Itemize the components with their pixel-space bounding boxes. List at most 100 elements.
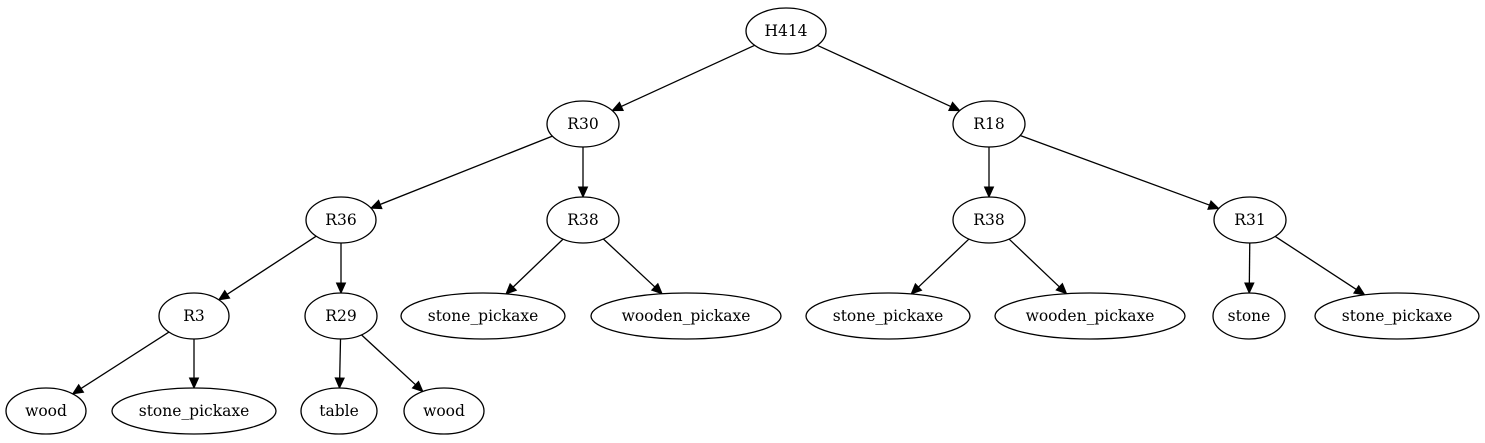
node-ellipse [952, 100, 1026, 148]
edge-line [1008, 238, 1060, 288]
node-label: table [319, 402, 359, 420]
arrowhead-icon [1244, 282, 1255, 295]
edge-n14-n17 [1244, 242, 1255, 295]
arrowhead-icon [1352, 284, 1366, 296]
arrowhead-icon [910, 282, 923, 295]
tree-node-stone-pickaxe: stone_pickaxe [400, 292, 566, 340]
arrowhead-icon [217, 289, 231, 301]
node-label: R36 [325, 211, 356, 229]
node-label: stone_pickaxe [428, 307, 539, 325]
edges-layer [71, 44, 1366, 395]
edge-n2-n13 [983, 147, 995, 199]
node-ellipse [994, 292, 1186, 340]
edge-n5-n7 [71, 331, 170, 395]
arrowhead-icon [983, 186, 995, 199]
node-label: R3 [183, 307, 205, 325]
arrowhead-icon [188, 377, 200, 390]
tree-node-wooden-pickaxe: wooden_pickaxe [590, 292, 782, 340]
edge-line [361, 334, 416, 386]
node-ellipse [1213, 196, 1287, 244]
node-label: wooden_pickaxe [622, 307, 751, 325]
node-label: wooden_pickaxe [1026, 307, 1155, 325]
edge-line [1274, 235, 1357, 290]
edge-n4-n12 [602, 238, 664, 295]
edge-n14-n18 [1274, 235, 1366, 296]
tree-node-h414: H414 [745, 7, 827, 55]
edge-line [918, 238, 970, 288]
tree-node-r36: R36 [305, 196, 377, 244]
edge-n0-n2 [817, 44, 961, 112]
arrowhead-icon [369, 199, 383, 210]
node-ellipse [745, 7, 827, 55]
node-label: R38 [567, 211, 598, 229]
edge-n3-n6 [335, 243, 347, 295]
arrowhead-icon [334, 377, 345, 390]
tree-node-stone-pickaxe: stone_pickaxe [805, 292, 971, 340]
node-label: stone_pickaxe [139, 402, 250, 420]
tree-node-wooden-pickaxe: wooden_pickaxe [994, 292, 1186, 340]
edge-line [621, 44, 755, 108]
node-label: R38 [973, 211, 1004, 229]
tree-node-table: table [300, 387, 378, 435]
edge-line [226, 235, 317, 295]
node-ellipse [400, 292, 566, 340]
arrowhead-icon [948, 101, 961, 112]
node-ellipse [590, 292, 782, 340]
tree-node-r29: R29 [304, 292, 378, 340]
tree-node-r30: R30 [546, 100, 620, 148]
node-label: stone [1228, 307, 1271, 325]
edge-line [380, 135, 553, 206]
edge-line [817, 44, 951, 108]
arrowhead-icon [505, 282, 518, 295]
arrowhead-icon [611, 101, 624, 112]
tree-node-stone: stone [1212, 292, 1286, 340]
edge-line [80, 331, 170, 390]
node-label: H414 [764, 22, 807, 40]
tree-node-r38: R38 [952, 196, 1026, 244]
edge-n2-n14 [1019, 134, 1220, 210]
edge-n6-n10 [361, 334, 424, 393]
tree-node-r3: R3 [158, 292, 230, 340]
edge-line [339, 338, 342, 379]
edge-n6-n9 [334, 338, 345, 390]
edge-n3-n5 [217, 235, 317, 301]
node-ellipse [111, 387, 277, 435]
edge-line [1019, 134, 1210, 206]
arrowhead-icon [71, 383, 85, 395]
node-ellipse [300, 387, 378, 435]
tree-node-wood: wood [5, 387, 87, 435]
arrowhead-icon [577, 186, 589, 199]
node-label: R31 [1234, 211, 1265, 229]
edge-n5-n8 [188, 339, 200, 390]
edge-n1-n4 [577, 147, 589, 199]
node-label: stone_pickaxe [833, 307, 944, 325]
node-ellipse [158, 292, 230, 340]
node-ellipse [403, 387, 485, 435]
arrowhead-icon [335, 282, 347, 295]
node-label: R18 [973, 115, 1004, 133]
tree-node-wood: wood [403, 387, 485, 435]
node-ellipse [805, 292, 971, 340]
node-ellipse [304, 292, 378, 340]
tree-node-r18: R18 [952, 100, 1026, 148]
node-ellipse [5, 387, 87, 435]
edge-n1-n3 [369, 135, 553, 210]
node-label: R30 [567, 115, 598, 133]
edge-n13-n16 [1008, 238, 1068, 295]
node-ellipse [305, 196, 377, 244]
node-ellipse [546, 196, 620, 244]
arrowhead-icon [1207, 199, 1220, 210]
arrowhead-icon [1055, 282, 1068, 295]
node-ellipse [952, 196, 1026, 244]
edge-n13-n15 [910, 238, 970, 295]
node-ellipse [546, 100, 620, 148]
node-label: R29 [325, 307, 356, 325]
node-label: wood [423, 402, 465, 420]
edge-n4-n11 [505, 238, 564, 295]
node-label: wood [25, 402, 67, 420]
tree-node-stone-pickaxe: stone_pickaxe [111, 387, 277, 435]
node-ellipse [1314, 292, 1480, 340]
node-label: stone_pickaxe [1342, 307, 1453, 325]
